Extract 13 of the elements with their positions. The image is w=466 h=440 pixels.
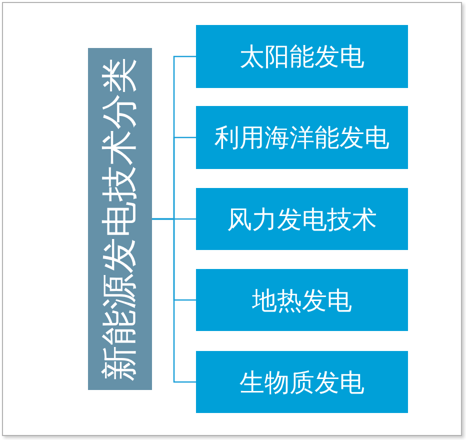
item-label: 生物质发电 [240, 366, 364, 398]
category-box [88, 48, 152, 390]
category-title: 新能源发电技术分类 [98, 57, 142, 381]
item-box [196, 25, 408, 88]
item-box [196, 188, 408, 250]
item-box [196, 351, 408, 413]
item-box [196, 106, 408, 169]
item-label: 利用海洋能发电 [214, 122, 390, 154]
item-label: 太阳能发电 [240, 41, 364, 73]
item-box [196, 269, 408, 331]
item-label: 地热发电 [252, 284, 352, 316]
connector-line [152, 218, 196, 383]
item-label: 风力发电技术 [227, 204, 377, 236]
